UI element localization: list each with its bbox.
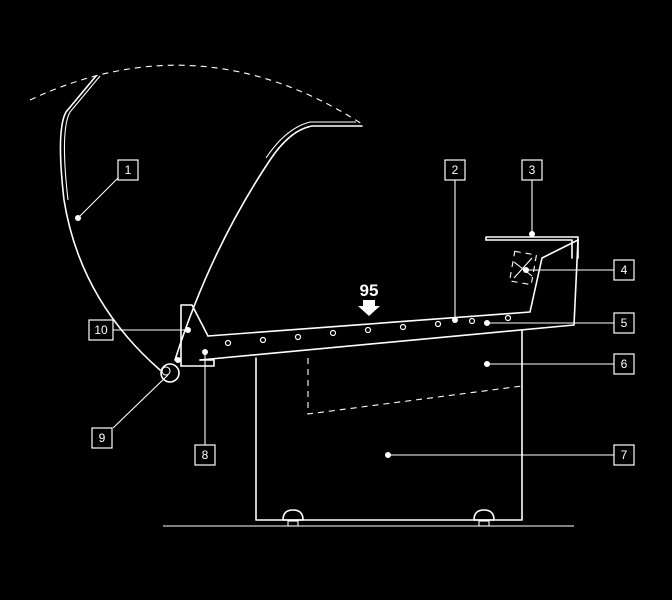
tray-hole — [434, 320, 442, 328]
tray-hole — [399, 323, 407, 331]
tray-hole — [364, 326, 372, 334]
callout-8: 8 — [194, 444, 216, 466]
callout-5: 5 — [613, 312, 635, 334]
svg-text:5: 5 — [621, 316, 628, 330]
callout-9: 9 — [91, 427, 113, 449]
svg-text:6: 6 — [621, 357, 628, 371]
leveling-foot-left — [282, 509, 304, 527]
rear-shelf-rail-inner — [485, 239, 573, 259]
callout-6: 6 — [613, 353, 635, 375]
callout-10: 10 — [88, 319, 114, 341]
down-arrow-icon — [358, 300, 380, 316]
hinge-joint — [160, 363, 180, 383]
leader-lines — [77, 177, 614, 456]
callout-4: 4 — [613, 259, 635, 281]
light-fixture-arrow — [513, 261, 533, 277]
refrigeration-unit-outline — [307, 358, 523, 415]
svg-text:9: 9 — [99, 431, 106, 445]
callout-1: 1 — [117, 159, 139, 181]
tray-hole — [504, 314, 512, 322]
svg-text:4: 4 — [621, 263, 628, 277]
svg-text:1: 1 — [125, 163, 132, 177]
svg-text:2: 2 — [452, 163, 459, 177]
leader-dots — [75, 215, 535, 458]
callout-3: 3 — [521, 159, 543, 181]
tray-holes — [224, 314, 512, 347]
hinge-pin — [161, 366, 171, 376]
outer-glass-lid-inner-edge — [63, 75, 101, 201]
front-frame-foot — [180, 359, 215, 367]
leveling-foot-right — [473, 509, 495, 527]
inner-glass-lid-edge — [265, 121, 356, 159]
tray-hole — [468, 317, 476, 325]
svg-text:3: 3 — [529, 163, 536, 177]
tray-hole — [294, 333, 302, 341]
svg-text:10: 10 — [94, 323, 108, 337]
well-tray-outline — [199, 239, 579, 361]
callout-7: 7 — [613, 444, 635, 466]
lid-swing-arc — [29, 64, 363, 125]
light-fixture-arrow-2 — [513, 257, 533, 279]
tray-hole — [224, 339, 232, 347]
front-frame-profile — [180, 304, 209, 367]
svg-text:7: 7 — [621, 448, 628, 462]
tray-hole — [329, 329, 337, 337]
cabinet-base — [255, 329, 523, 521]
tray-hole — [259, 336, 267, 344]
callout-2: 2 — [444, 159, 466, 181]
temperature-label: 95 — [360, 281, 379, 300]
svg-text:8: 8 — [202, 448, 209, 462]
